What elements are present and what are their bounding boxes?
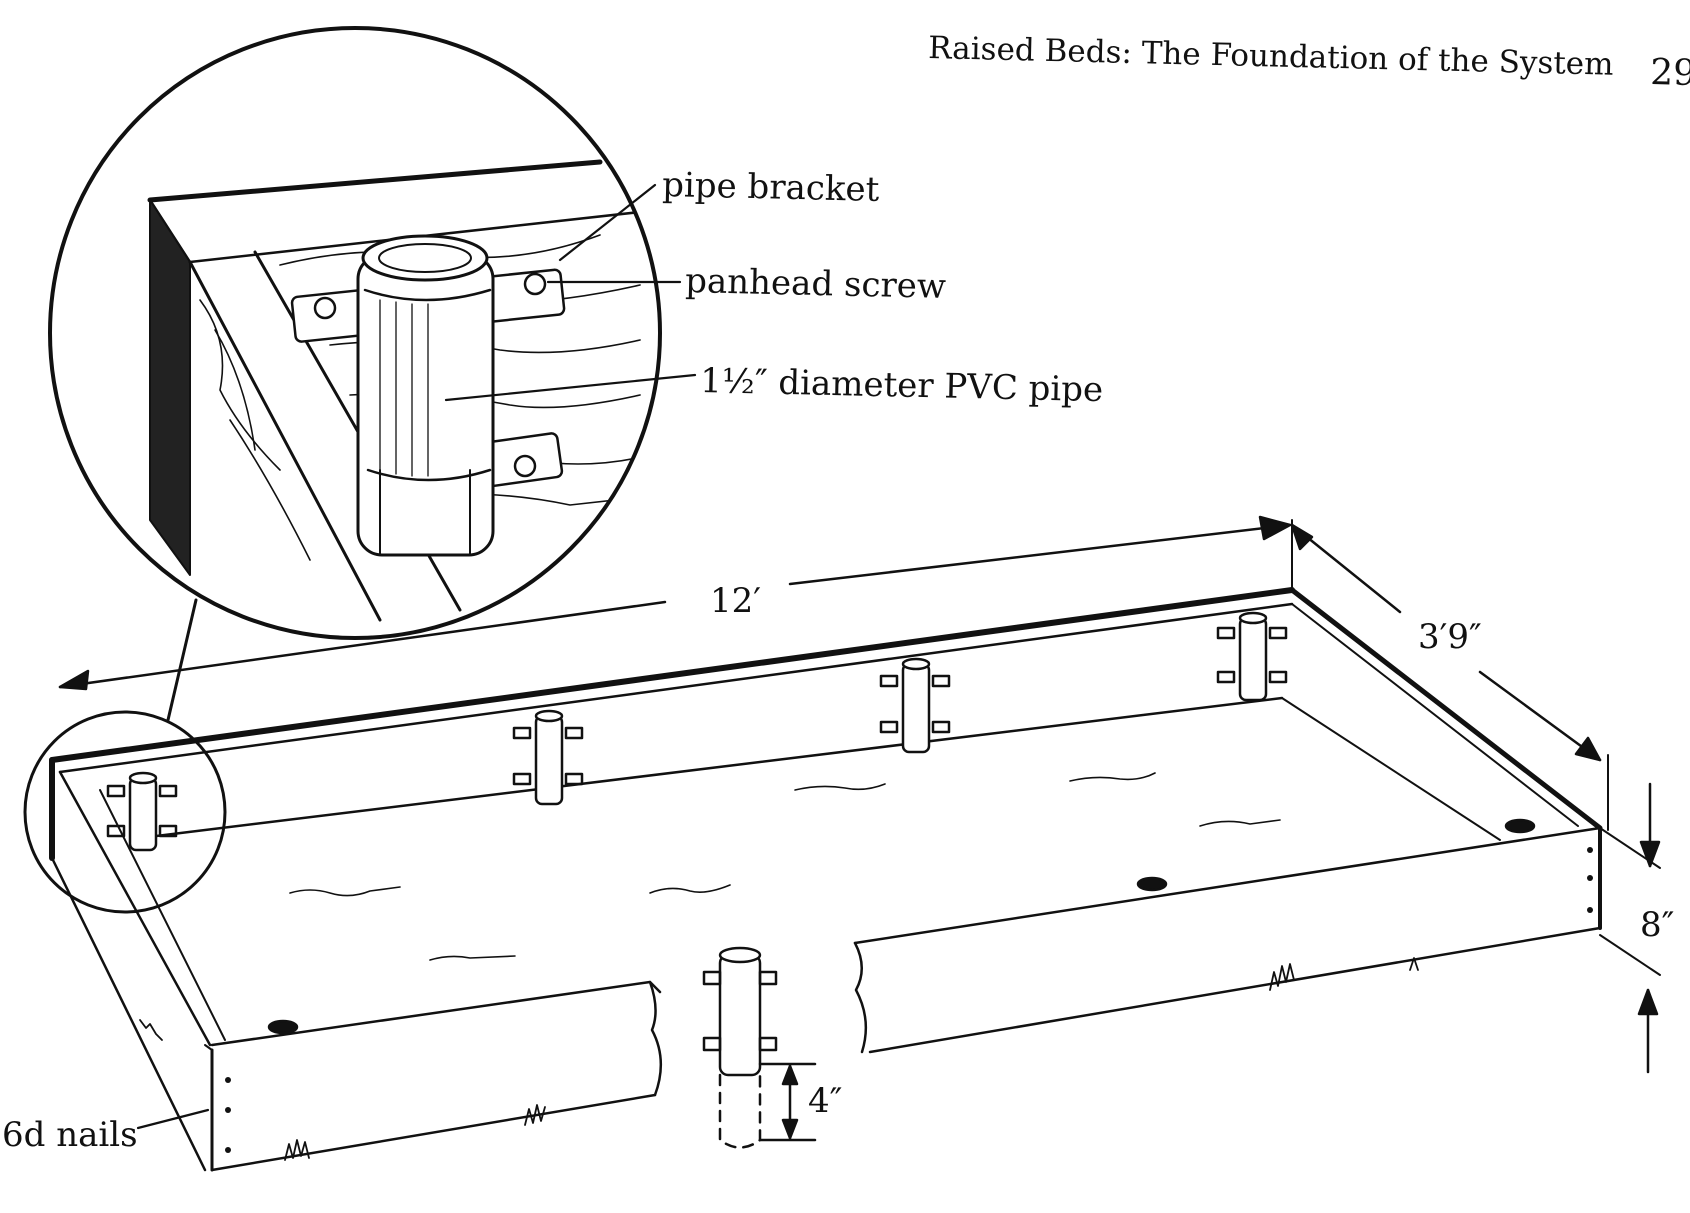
pipe-stub: [1504, 818, 1536, 834]
front-right-board: [853, 826, 1602, 1054]
front-left-board: [204, 980, 663, 1172]
callout-pipe-bracket: pipe bracket: [662, 165, 880, 210]
dimension-length: [58, 515, 1292, 691]
callout-panhead-screw: panhead screw: [685, 261, 947, 307]
pvc-pipe: [879, 657, 951, 754]
pvc-pipe: [512, 709, 584, 806]
pvc-pipe: [106, 771, 178, 852]
dimension-pipe-depth: [758, 1062, 817, 1142]
loose-pvc-pipe: [702, 946, 778, 1149]
pvc-pipes-row: [106, 611, 1536, 1035]
callout-leaders: [136, 183, 697, 1130]
callout-pvc-pipe: 1½″ diameter PVC pipe: [700, 361, 1104, 410]
running-header-title: Raised Beds: The Foundation of the Syste…: [928, 30, 1614, 83]
nail-heads: [225, 847, 1593, 1153]
detail-leader-line: [166, 598, 198, 722]
dimension-height: [1599, 782, 1661, 1074]
detail-inset: [23, 26, 662, 914]
grass-tufts: [139, 957, 1419, 1161]
dimension-width-label: 3′9″: [1418, 617, 1482, 657]
detail-source-circle: [23, 710, 227, 914]
dimension-height-label: 8″: [1640, 905, 1674, 945]
dimension-width: [1290, 519, 1609, 831]
callout-nails: 6d nails: [2, 1115, 138, 1155]
pvc-pipe: [1216, 611, 1288, 702]
soil-texture: [289, 772, 1281, 961]
dimension-pipe-depth-label: 4″: [808, 1081, 842, 1121]
detail-magnifier-circle: [48, 26, 662, 640]
pipe-stub: [267, 1019, 299, 1035]
dimension-length-label: 12′: [710, 581, 761, 621]
raised-bed-frame: [49, 587, 1603, 1172]
pipe-stub: [1136, 876, 1168, 892]
page-number: 29: [1650, 52, 1690, 94]
